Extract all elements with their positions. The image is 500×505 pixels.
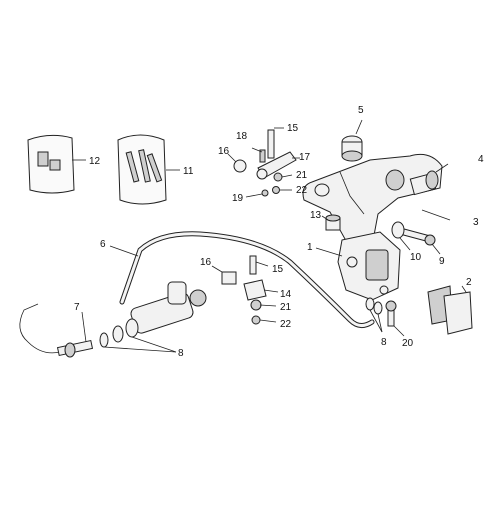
spacer-4 xyxy=(409,163,449,196)
brake-pads-2 xyxy=(427,285,473,335)
callout-4: 4 xyxy=(478,154,484,165)
callout-15-upper: 15 xyxy=(287,123,299,134)
callout-21-upper: 21 xyxy=(296,170,308,181)
brake-caliper-1 xyxy=(315,231,401,301)
caliper-bracket-3 xyxy=(302,153,451,259)
spacer-13 xyxy=(321,214,341,231)
callout-5: 5 xyxy=(358,105,364,116)
banjo-bolt-7 xyxy=(19,303,94,358)
bolt-20 xyxy=(385,300,405,337)
spacer-5 xyxy=(341,119,363,162)
callout-2: 2 xyxy=(466,277,472,288)
callout-1: 1 xyxy=(307,242,313,253)
callout-13: 13 xyxy=(310,210,322,221)
part-bag-12 xyxy=(27,134,86,194)
callout-9: 9 xyxy=(439,256,445,267)
callout-10: 10 xyxy=(410,252,422,263)
callout-3: 3 xyxy=(473,217,479,228)
bolt-9 xyxy=(399,227,441,255)
washers-8-right xyxy=(365,297,383,333)
callout-22-lower: 22 xyxy=(280,319,292,330)
callout-22-upper: 22 xyxy=(296,185,308,196)
brake-hose-6 xyxy=(109,231,375,328)
callout-21-lower: 21 xyxy=(280,302,292,313)
callout-20: 20 xyxy=(402,338,414,349)
callout-11: 11 xyxy=(183,166,194,177)
part-bag-11 xyxy=(117,134,180,205)
callout-18: 18 xyxy=(236,131,248,142)
washer-10 xyxy=(391,221,411,251)
callout-16-lower: 16 xyxy=(200,257,212,268)
callout-8-right: 8 xyxy=(381,337,387,348)
callout-17: 17 xyxy=(299,152,311,163)
callout-7: 7 xyxy=(74,302,80,313)
callout-6: 6 xyxy=(100,239,106,250)
callout-8-left: 8 xyxy=(178,348,184,359)
callout-14: 14 xyxy=(280,289,292,300)
callout-12: 12 xyxy=(89,156,101,167)
callout-19: 19 xyxy=(232,193,244,204)
upper-hardware-group xyxy=(227,127,300,198)
washers-8-left xyxy=(99,318,177,353)
callout-16-upper: 16 xyxy=(218,146,230,157)
callout-15-lower: 15 xyxy=(272,264,284,275)
master-cylinder xyxy=(130,255,279,334)
